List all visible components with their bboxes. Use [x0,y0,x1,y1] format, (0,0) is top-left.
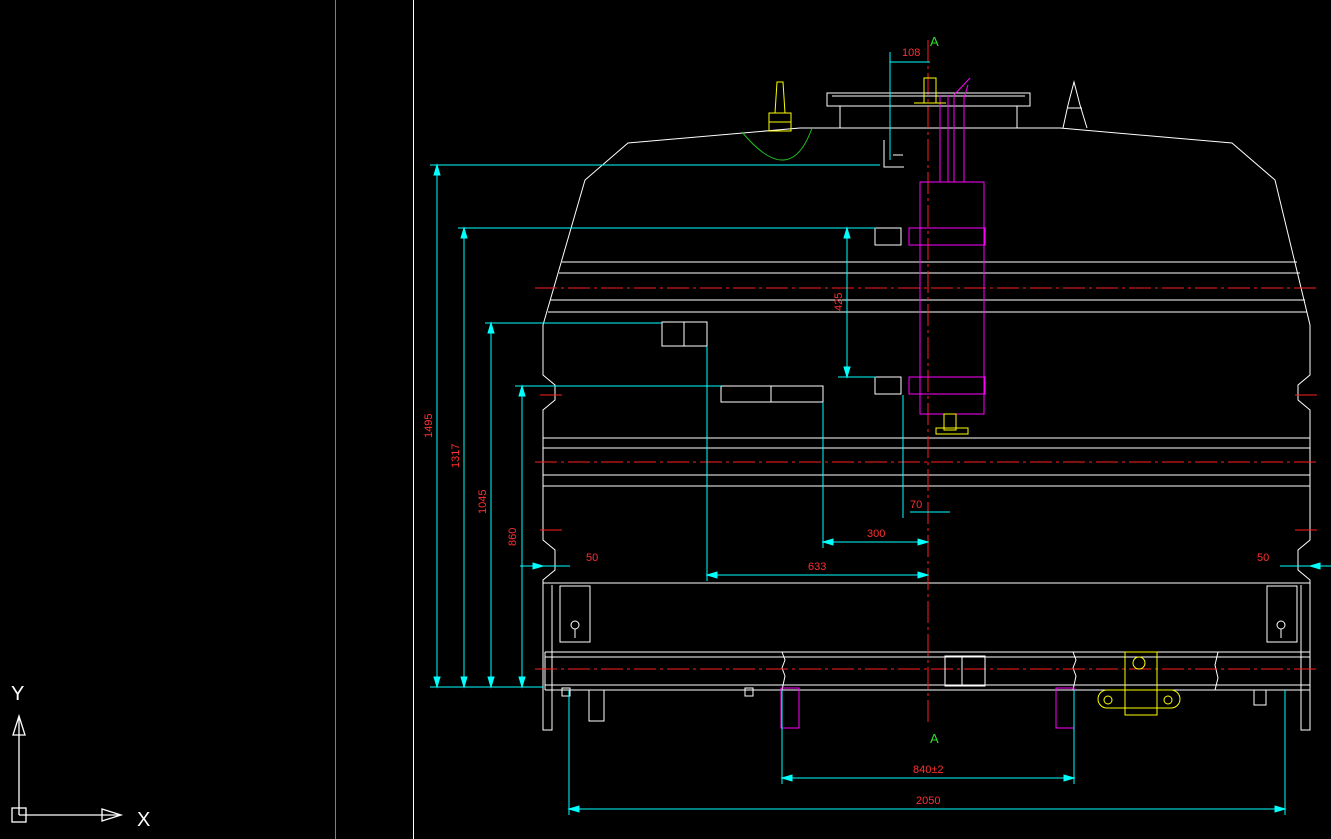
lifting-lug-right [1062,80,1088,129]
centerlines [535,40,1320,725]
dim-1495: 1495 [423,414,435,438]
dim-50-right: 50 [1257,552,1269,564]
dim-633: 633 [808,561,826,573]
frame-details [559,585,1298,722]
body-outline [542,127,1311,731]
lifting-lug-left [768,81,792,132]
dim-300: 300 [867,528,885,540]
brackets [661,140,904,403]
coupler [1097,651,1181,716]
ucs-y-label: Y [11,683,24,705]
dim-2050: 2050 [916,795,940,807]
dim-860: 860 [507,528,519,546]
roof-hatch [826,92,1031,128]
weld-arc [741,127,813,161]
ucs-x-label: X [137,809,150,831]
dim-50-left: 50 [586,552,598,564]
dim-108: 108 [902,47,920,59]
dim-425: 425 [833,293,845,311]
section-label-bottom: A [930,731,939,746]
pipe-foot [914,77,969,435]
dim-1317: 1317 [450,444,462,468]
dim-1045: 1045 [477,490,489,514]
dim-70: 70 [910,499,922,511]
section-label-top: A [930,34,939,49]
dim-840: 840±2 [913,764,944,776]
pipe-assembly [908,77,986,415]
ucs-icon [11,713,124,823]
dimension-lines [430,52,1331,815]
